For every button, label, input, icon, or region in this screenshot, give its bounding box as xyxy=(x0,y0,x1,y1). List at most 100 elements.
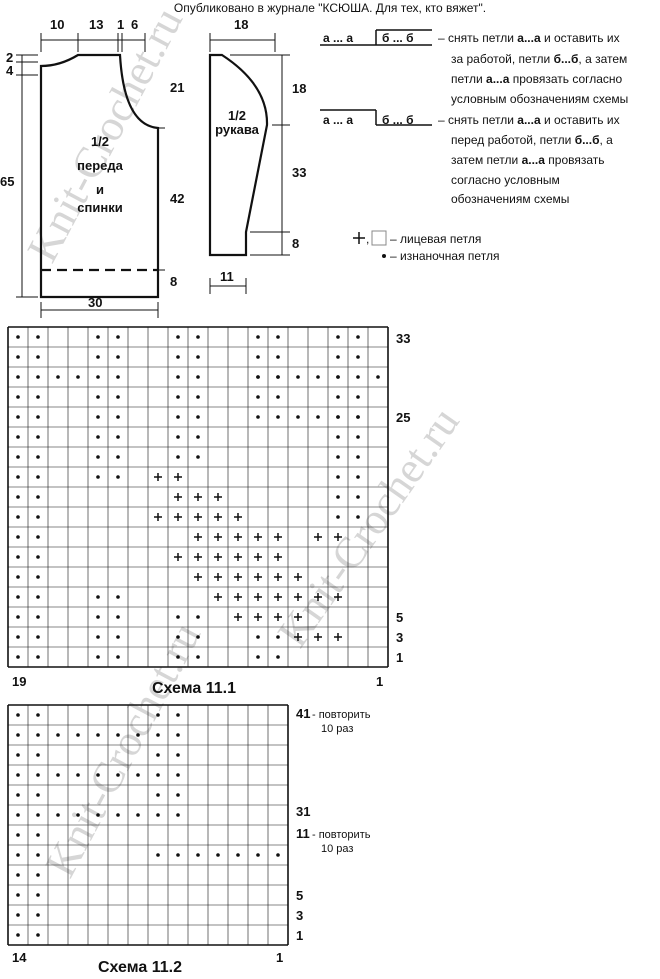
s1-purl-dot xyxy=(16,375,20,379)
dim-top-10: 10 xyxy=(50,17,64,32)
s1-purl-dot xyxy=(36,415,40,419)
scheme-11-2-grid xyxy=(7,704,289,946)
s1-purl-dot xyxy=(176,635,180,639)
s1-purl-dot xyxy=(336,455,340,459)
s2-row-11: 11 xyxy=(296,826,310,841)
s1-purl-dot xyxy=(276,635,280,639)
s1-purl-dot xyxy=(356,415,360,419)
cable1-right: б ... б xyxy=(382,31,414,45)
s2-purl-dot xyxy=(156,793,160,797)
sleeve-dimtext: 18 18 33 8 11 1/2 рукава xyxy=(215,17,306,284)
s1-purl-dot xyxy=(16,515,20,519)
s1-purl-dot xyxy=(336,415,340,419)
s1-knit-plus xyxy=(254,573,262,581)
s1-purl-dot xyxy=(16,435,20,439)
s2-purl-dot xyxy=(136,813,140,817)
s2-purl-dot xyxy=(116,733,120,737)
s1-purl-dot xyxy=(356,455,360,459)
s1-purl-dot xyxy=(36,395,40,399)
s2-purl-dot xyxy=(36,713,40,717)
s1-purl-dot xyxy=(16,535,20,539)
s2-purl-dot xyxy=(16,933,20,937)
s1-knit-plus xyxy=(294,613,302,621)
s1-knit-plus xyxy=(234,553,242,561)
scheme-11-2-title: Схема 11.2 xyxy=(98,959,182,976)
s2-purl-dot xyxy=(156,713,160,717)
scheme-11-1-labels: 33 25 5 3 1 19 1 Схема 11.1 xyxy=(12,331,410,697)
s1-knit-plus xyxy=(254,533,262,541)
s1-knit-plus xyxy=(214,593,222,601)
s1-purl-dot xyxy=(356,435,360,439)
s2-purl-dot xyxy=(116,813,120,817)
legend-1-line-1: – снять петли а...а и оставить их xyxy=(438,31,620,45)
sleeve-dim-18: 18 xyxy=(292,81,306,96)
s1-purl-dot xyxy=(16,455,20,459)
s1-purl-dot xyxy=(116,395,120,399)
s1-purl-dot xyxy=(336,475,340,479)
s1-knit-plus xyxy=(334,533,342,541)
s1-purl-dot xyxy=(336,375,340,379)
s2-row-1: 1 xyxy=(296,928,303,943)
scheme-11-1-title: Схема 11.1 xyxy=(152,680,236,697)
s2-purl-dot xyxy=(76,773,80,777)
s1-purl-dot xyxy=(16,475,20,479)
s1-knit-plus xyxy=(234,533,242,541)
s1-row-33: 33 xyxy=(396,331,410,346)
s1-purl-dot xyxy=(36,435,40,439)
s2-row-41: 41 xyxy=(296,706,310,721)
s1-purl-dot xyxy=(116,355,120,359)
s1-purl-dot xyxy=(176,615,180,619)
s2-purl-dot xyxy=(136,773,140,777)
s2-purl-dot xyxy=(36,813,40,817)
dim-left-2: 2 xyxy=(6,50,13,65)
legend-2-line-5: обозначениям схемы xyxy=(451,192,569,206)
s1-purl-dot xyxy=(16,335,20,339)
s1-purl-dot xyxy=(356,495,360,499)
s1-row-3: 3 xyxy=(396,630,403,645)
s2-purl-dot xyxy=(156,773,160,777)
dim-left-4: 4 xyxy=(6,63,14,78)
s1-purl-dot xyxy=(196,355,200,359)
s2-purl-dot xyxy=(156,733,160,737)
s1-purl-dot xyxy=(256,335,260,339)
cable2-right: б ... б xyxy=(382,113,414,127)
s1-purl-dot xyxy=(256,415,260,419)
s1-knit-plus xyxy=(254,613,262,621)
sleeve-dimlines xyxy=(209,33,290,294)
sleeve-dim-top: 18 xyxy=(234,17,248,32)
s1-purl-dot xyxy=(36,575,40,579)
s1-purl-dot xyxy=(36,495,40,499)
s1-purl-dot xyxy=(96,375,100,379)
s1-knit-plus xyxy=(314,633,322,641)
s1-purl-dot xyxy=(336,335,340,339)
front-back-diagram xyxy=(39,53,160,299)
s1-purl-dot xyxy=(176,375,180,379)
s1-purl-dot xyxy=(16,575,20,579)
s2-repeat-1b: 10 раз xyxy=(321,723,353,735)
s1-row-5: 5 xyxy=(396,610,403,625)
s1-knit-plus xyxy=(214,553,222,561)
s1-purl-dot xyxy=(196,435,200,439)
s1-purl-dot xyxy=(36,655,40,659)
s2-purl-dot xyxy=(16,773,20,777)
legend-2-line-3: затем петли а...а провязать xyxy=(451,153,605,167)
legend-2-line-4: согласно условным xyxy=(451,173,560,187)
s1-purl-dot xyxy=(256,375,260,379)
fb-label-3: и xyxy=(96,182,104,197)
s1-purl-dot xyxy=(336,355,340,359)
s1-purl-dot xyxy=(356,335,360,339)
s1-knit-plus xyxy=(214,513,222,521)
s1-purl-dot xyxy=(176,395,180,399)
s1-knit-plus xyxy=(194,533,202,541)
legend-purl-text: – изнаночная петля xyxy=(390,249,499,263)
s2-purl-dot xyxy=(76,733,80,737)
s1-purl-dot xyxy=(276,375,280,379)
s1-purl-dot xyxy=(336,515,340,519)
s1-col-19: 19 xyxy=(12,674,26,689)
s1-purl-dot xyxy=(196,375,200,379)
s1-purl-dot xyxy=(16,395,20,399)
s1-knit-plus xyxy=(194,513,202,521)
s1-purl-dot xyxy=(196,655,200,659)
s2-purl-dot xyxy=(196,853,200,857)
s1-purl-dot xyxy=(316,375,320,379)
